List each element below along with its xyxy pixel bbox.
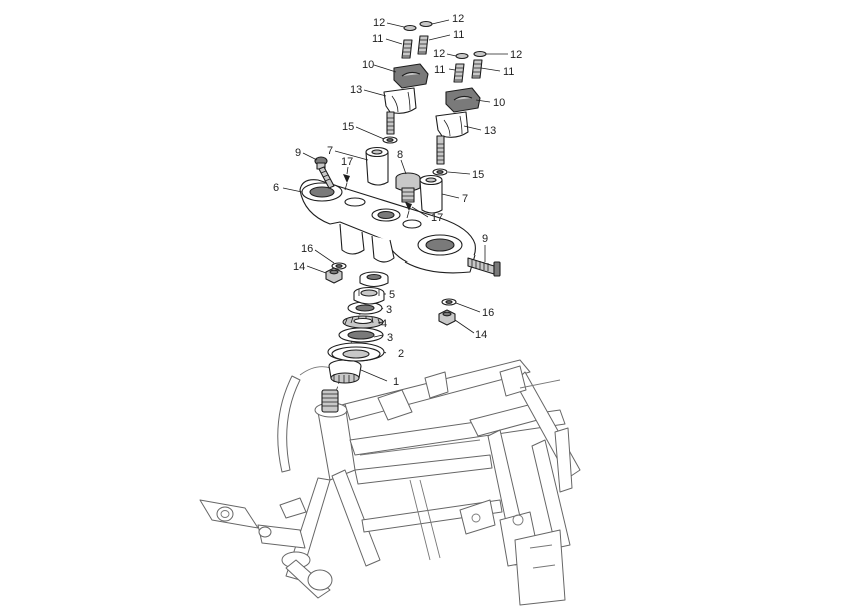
callout-9: 9 (295, 147, 301, 159)
callout-12: 12 (510, 49, 522, 61)
part-11-bolt-4 (471, 59, 483, 79)
callout-3: 3 (386, 304, 392, 316)
callout-16: 16 (482, 307, 494, 319)
callout-11: 11 (503, 66, 514, 78)
part-14-nut-right (438, 309, 456, 326)
part-2-bearing-race (327, 342, 385, 362)
callout-16: 16 (301, 243, 313, 255)
callout-14: 14 (475, 329, 487, 341)
part-9-bolt-lower (467, 257, 501, 277)
part-15-washer-left (382, 136, 398, 144)
part-16-washer-left (331, 262, 347, 270)
callout-17: 17 (431, 212, 443, 224)
callout-5: 5 (389, 289, 395, 301)
part-11-bolt-2 (417, 35, 429, 55)
callout-2: 2 (398, 348, 404, 360)
callout-12: 12 (452, 13, 464, 25)
callout-13: 13 (484, 125, 496, 137)
part-1-lower-bearing (321, 359, 362, 413)
callout-11: 11 (372, 33, 383, 45)
callout-9: 9 (482, 233, 488, 245)
part-17-screw-right (405, 202, 412, 219)
motorcycle-frame (199, 359, 581, 606)
part-4-seal (342, 315, 384, 329)
callout-6: 6 (273, 182, 279, 194)
callout-1: 1 (393, 376, 399, 388)
callout-8: 8 (397, 149, 403, 161)
callout-12: 12 (433, 48, 445, 60)
callout-14: 14 (293, 261, 305, 273)
part-11-bolt-3 (453, 63, 465, 83)
callout-11: 11 (453, 29, 464, 41)
part-13-riser-right (435, 111, 469, 165)
callouts: 1 2 3 3 4 5 6 7 7 8 9 9 10 10 11 11 11 1… (273, 13, 522, 388)
callout-10: 10 (493, 97, 505, 109)
callout-13: 13 (350, 84, 362, 96)
callout-17: 17 (341, 156, 353, 168)
part-11-bolt-1 (401, 39, 413, 59)
part-9-bolt-upper (314, 156, 335, 189)
part-5-upper-ring (359, 271, 389, 288)
callout-12: 12 (373, 17, 385, 29)
callout-15: 15 (342, 121, 354, 133)
callout-4: 4 (381, 318, 387, 330)
part-3-bearing-lower (338, 327, 384, 343)
callout-15: 15 (472, 169, 484, 181)
part-17-screw-left (343, 174, 350, 191)
callout-11: 11 (434, 64, 445, 76)
part-8-stem-bolt (395, 172, 421, 203)
part-12-cap-3 (455, 52, 469, 60)
part-7-collar-right (419, 174, 443, 214)
callout-3: 3 (387, 332, 393, 344)
part-5-ring-nut (353, 286, 385, 305)
part-7-collar-left (365, 146, 389, 186)
part-12-cap-4 (473, 50, 487, 58)
part-15-washer-right (432, 168, 448, 176)
part-16-washer-right (441, 298, 457, 306)
part-12-cap-1 (403, 24, 417, 32)
part-6-lower-bracket (299, 179, 476, 274)
part-10-clamp-left (393, 63, 429, 89)
part-10-clamp-right (445, 87, 481, 113)
part-13-riser-left (383, 87, 417, 135)
part-12-cap-2 (419, 20, 433, 28)
leader-lines (282, 19, 508, 382)
callout-10: 10 (362, 59, 374, 71)
callout-7: 7 (327, 145, 333, 157)
part-14-nut-left (325, 267, 343, 284)
callout-7: 7 (462, 193, 468, 205)
